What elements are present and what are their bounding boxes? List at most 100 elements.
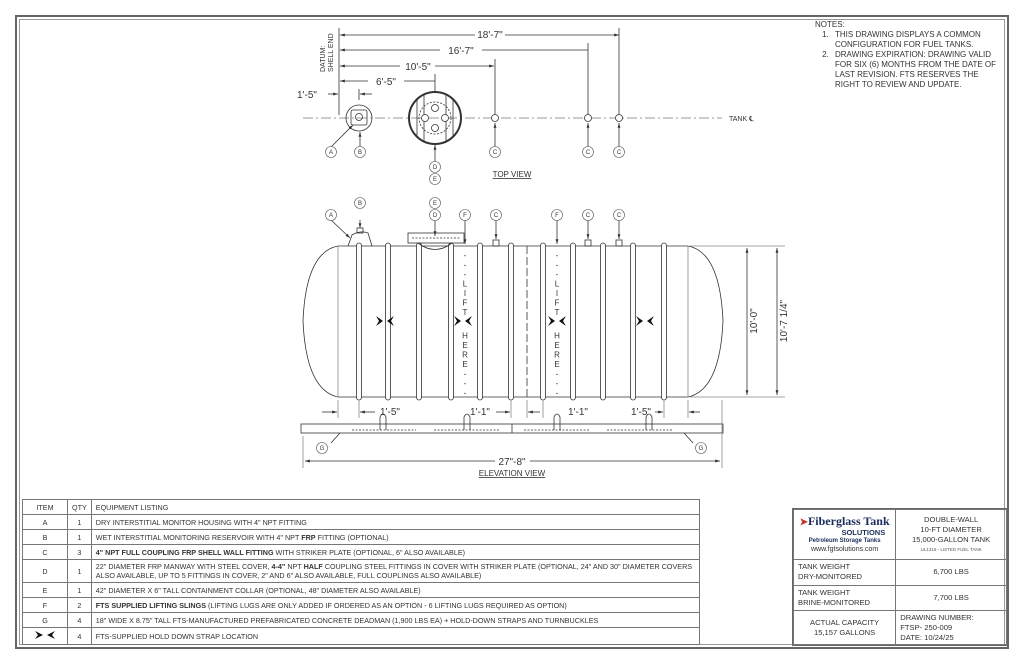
svg-text:F: F xyxy=(555,213,559,219)
elevation-balloons: A B E D F C F C C G G xyxy=(316,197,707,454)
lift-here-letter: - xyxy=(556,379,559,388)
header-listing: EQUIPMENT LISTING xyxy=(90,499,701,515)
dim-strap-2: 1'-1" xyxy=(470,407,490,418)
table-row: B 1 WET INTERSTITIAL MONITORING RESERVOI… xyxy=(22,529,701,545)
lift-here-letter: R xyxy=(554,351,560,360)
table-row: C 3 4" NPT FULL COUPLING FRP SHELL WALL … xyxy=(22,544,701,560)
lift-here-letter: I xyxy=(464,289,466,298)
tank-rib xyxy=(356,242,362,401)
balloon-d: D xyxy=(429,209,441,221)
hold-down-strap-icon xyxy=(636,316,654,326)
lift-here-letter: - xyxy=(556,370,559,379)
lift-here-letter: - xyxy=(556,270,559,279)
logo-url: www.fgtsolutions.com xyxy=(810,546,879,553)
tank-ribs xyxy=(356,242,667,401)
svg-text:C: C xyxy=(586,213,591,219)
tank-rib xyxy=(448,242,454,401)
qty-cell: 2 xyxy=(67,597,92,613)
lift-here-letter: I xyxy=(556,289,558,298)
note-item: THIS DRAWING DISPLAYS A COMMON CONFIGURA… xyxy=(831,30,1005,50)
fitting-c-top xyxy=(584,114,592,122)
elevation-view-title: ELEVATION VIEW xyxy=(479,469,546,478)
listing-cell: WET INTERSTITIAL MONITORING RESERVOIR WI… xyxy=(90,529,701,545)
fitting-c xyxy=(492,239,500,247)
balloon-c: C xyxy=(582,209,594,221)
tank-rib xyxy=(416,242,422,401)
note-item: DRAWING EXPIRATION: DRAWING VALID FOR SI… xyxy=(831,50,1005,90)
lift-here-letter: - xyxy=(464,261,467,270)
lift-here-letter: T xyxy=(463,308,468,317)
listing-note: UL1316 - LISTED FUEL TANK xyxy=(920,546,982,552)
notes-block: NOTES: THIS DRAWING DISPLAYS A COMMON CO… xyxy=(815,20,1005,90)
left-tank-head xyxy=(302,245,339,398)
lift-here-letter: L xyxy=(463,280,468,289)
lift-here-letter: T xyxy=(555,308,560,317)
lift-here-letter: - xyxy=(464,270,467,279)
header-item: ITEM xyxy=(22,499,68,515)
lift-here-letter: - xyxy=(556,389,559,398)
svg-text:C: C xyxy=(617,213,622,219)
table-row: E 1 42" DIAMETER X 6" TALL CONTAINMENT C… xyxy=(22,582,701,598)
right-tank-head xyxy=(687,245,724,398)
lift-here-letter: - xyxy=(464,251,467,260)
turnbuckle xyxy=(463,413,471,430)
monitor-housing-top xyxy=(345,104,373,132)
tank-rib xyxy=(600,242,606,401)
lift-here-letter: - xyxy=(556,261,559,270)
svg-text:F: F xyxy=(463,213,467,219)
svg-text:C: C xyxy=(494,213,499,219)
balloon-b: B xyxy=(354,197,366,209)
manway-dome xyxy=(417,242,453,250)
balloon-c: C xyxy=(489,146,501,158)
qty-cell: 1 xyxy=(67,582,92,598)
lift-here-letter: L xyxy=(555,280,560,289)
turnbuckle xyxy=(553,413,561,430)
svg-text:G: G xyxy=(699,446,704,452)
balloon-f: F xyxy=(551,209,563,221)
top-view-balloons: A B C C C D E xyxy=(325,146,625,185)
table-row: G 4 18" WIDE X 8.75" TALL FTS-MANUFACTUR… xyxy=(22,612,701,628)
balloon-g: G xyxy=(695,442,707,454)
qty-cell: 4 xyxy=(67,627,92,645)
tank-rib xyxy=(630,242,636,401)
svg-text:E: E xyxy=(433,177,437,183)
logo-tagline: Petroleum Storage Tanks xyxy=(808,538,881,544)
svg-text:D: D xyxy=(433,165,438,171)
top-view: DATUM: SHELL END 18'-7" 16'-7" 10'-5" 6'… xyxy=(297,28,754,162)
svg-text:C: C xyxy=(493,150,498,156)
logo-swoosh-icon: ➤ xyxy=(799,517,808,528)
tank-rib xyxy=(570,242,576,401)
balloon-f: F xyxy=(459,209,471,221)
hold-down-strap-icon xyxy=(454,316,472,326)
dim-strap-4: 1'-5" xyxy=(631,407,651,418)
balloon-g: G xyxy=(316,442,328,454)
lift-here-letter: - xyxy=(464,379,467,388)
item-cell: B xyxy=(22,529,68,545)
svg-text:D: D xyxy=(433,213,438,219)
top-view-title: TOP VIEW xyxy=(493,170,532,179)
listing-cell: DRY INTERSTITIAL MONITOR HOUSING WITH 4"… xyxy=(90,514,701,530)
tank-rib xyxy=(661,242,667,401)
table-row: F 2 FTS SUPPLIED LIFTING SLINGS (LIFTING… xyxy=(22,597,701,613)
dim-16-7: 16'-7" xyxy=(448,46,474,57)
dim-18-7: 18'-7" xyxy=(477,30,503,41)
centerline-label: TANK ℄ xyxy=(729,116,754,123)
fitting-c xyxy=(615,239,623,247)
sheet-border-outer xyxy=(15,15,1009,649)
balloon-c: C xyxy=(490,209,502,221)
dim-overall-height: 10'-7 1/4" xyxy=(779,299,790,342)
listing-cell: FTS SUPPLIED LIFTING SLINGS (LIFTING LUG… xyxy=(90,597,701,613)
lift-here-letter: E xyxy=(462,360,467,369)
qty-cell: 3 xyxy=(67,544,92,560)
balloon-b: B xyxy=(354,146,366,158)
dim-1-5: 1'-5" xyxy=(297,90,317,101)
svg-text:A: A xyxy=(329,213,333,219)
balloon-a: A xyxy=(325,209,337,221)
hold-down-strap-markers xyxy=(376,316,654,326)
fitting-c-top xyxy=(491,114,499,122)
fitting-c-top xyxy=(615,114,623,122)
tank-description: DOUBLE-WALL 10-FT DIAMETER 15,000-GALLON… xyxy=(895,509,1007,560)
